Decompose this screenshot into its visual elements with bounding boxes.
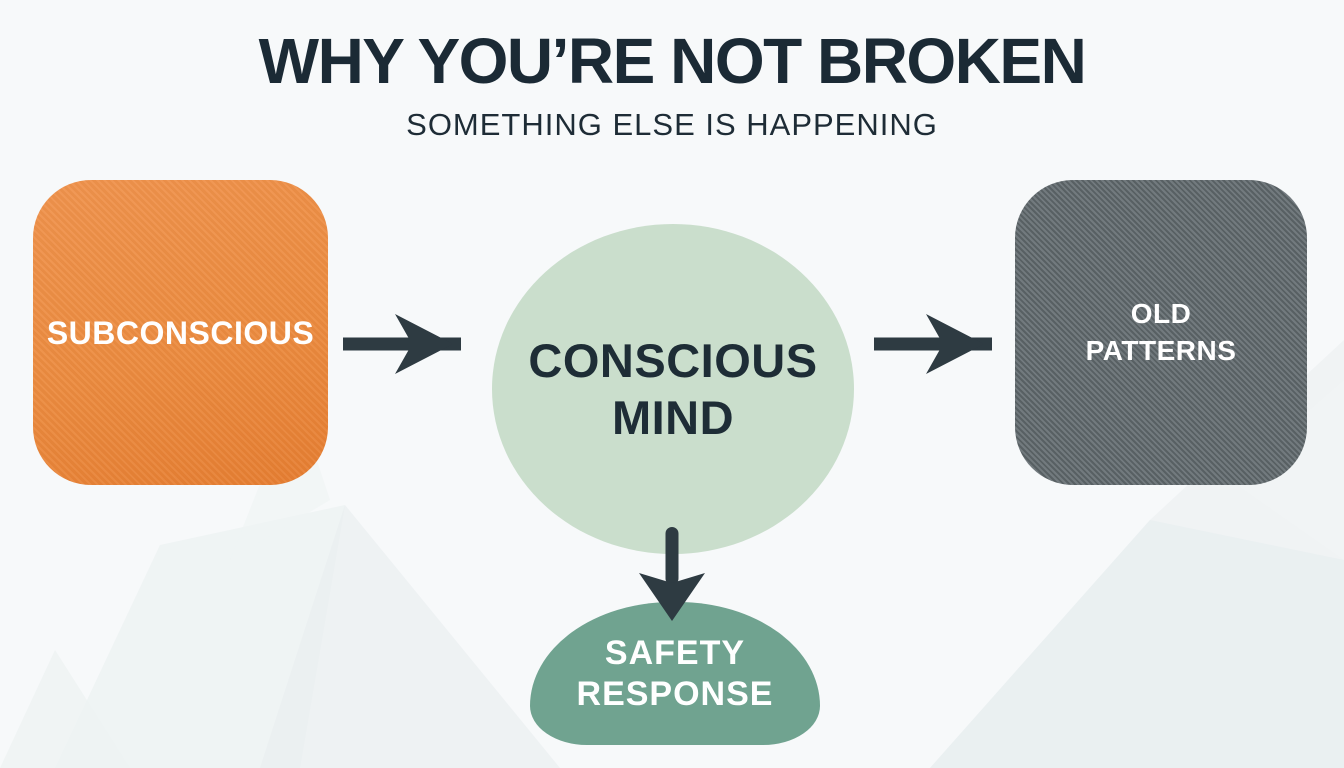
node-conscious-mind-line2: MIND bbox=[611, 391, 735, 444]
node-conscious-mind-line1: CONSCIOUS bbox=[528, 333, 818, 387]
node-conscious-mind: CONSCIOUS MIND bbox=[492, 224, 854, 554]
arrow-conscious-to-safety-icon bbox=[639, 527, 705, 621]
node-subconscious: SUBCONSCIOUS bbox=[33, 180, 328, 485]
page-title: WHY YOU’RE NOT BROKEN bbox=[258, 25, 1087, 97]
node-old-patterns-line2: PATTERNS bbox=[1085, 334, 1237, 366]
heading-block: WHY YOU’RE NOT BROKEN SOMETHING ELSE IS … bbox=[0, 25, 1344, 143]
node-safety-response-line2: RESPONSE bbox=[576, 674, 774, 713]
page-subtitle: SOMETHING ELSE IS HAPPENING bbox=[406, 107, 938, 143]
node-old-patterns: OLD PATTERNS bbox=[1015, 180, 1307, 485]
node-safety-response-line1: SAFETY bbox=[604, 634, 746, 673]
node-safety-response-label: SAFETY RESPONSE bbox=[577, 633, 774, 713]
node-old-patterns-label: OLD PATTERNS bbox=[1086, 296, 1237, 370]
node-subconscious-label: SUBCONSCIOUS bbox=[46, 314, 315, 351]
arrow-conscious-to-old-patterns-icon bbox=[874, 314, 992, 374]
node-old-patterns-line1: OLD bbox=[1130, 297, 1192, 329]
node-conscious-mind-label: CONSCIOUS MIND bbox=[528, 332, 817, 447]
arrow-subconscious-to-conscious-icon bbox=[343, 314, 461, 374]
